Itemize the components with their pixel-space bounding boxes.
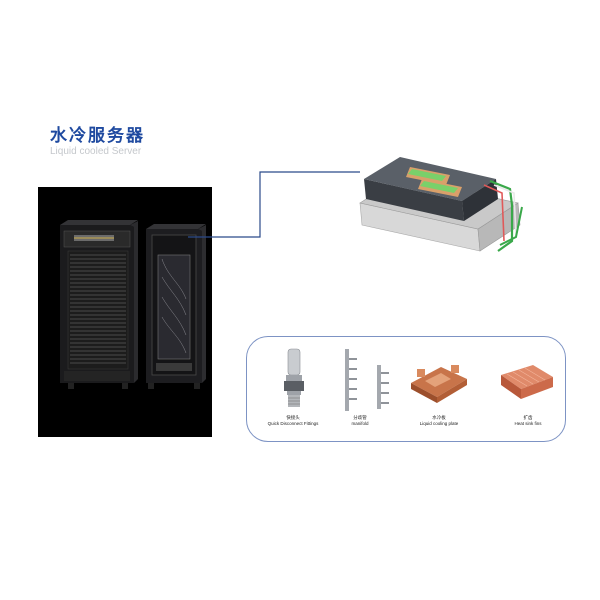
part-label-en-cooling-plate: Liquid cooling plate <box>419 421 459 426</box>
part-label-en-quick-disconnect: Quick Disconnect Fittings <box>267 421 319 426</box>
part-label-cn-manifold: 分歧管 <box>353 416 367 421</box>
server-rack-image <box>38 187 212 437</box>
right-rack <box>146 224 206 389</box>
quick-disconnect-fitting-icon <box>284 348 304 407</box>
part-label-en-manifold: manifold <box>351 421 369 426</box>
part-label-cn-heat-sink: 扩齿 <box>523 416 533 421</box>
components-panel: 快接头 Quick Disconnect Fittings 分歧管 manifo… <box>246 336 566 442</box>
server-rack-photo <box>38 187 212 437</box>
page-subtitle: Liquid cooled Server <box>50 146 142 157</box>
liquid-cooling-plate-icon <box>411 365 467 403</box>
manifold-icon <box>345 349 389 411</box>
left-rack <box>60 220 138 389</box>
heat-sink-fins-icon <box>501 365 553 399</box>
server-module-render <box>359 157 523 252</box>
page-title: 水冷服务器 <box>50 126 145 146</box>
part-label-en-heat-sink: Heat sink fins <box>514 421 542 426</box>
part-label-cn-quick-disconnect: 快接头 <box>286 416 300 421</box>
part-label-cn-cooling-plate: 水冷板 <box>432 416 446 421</box>
